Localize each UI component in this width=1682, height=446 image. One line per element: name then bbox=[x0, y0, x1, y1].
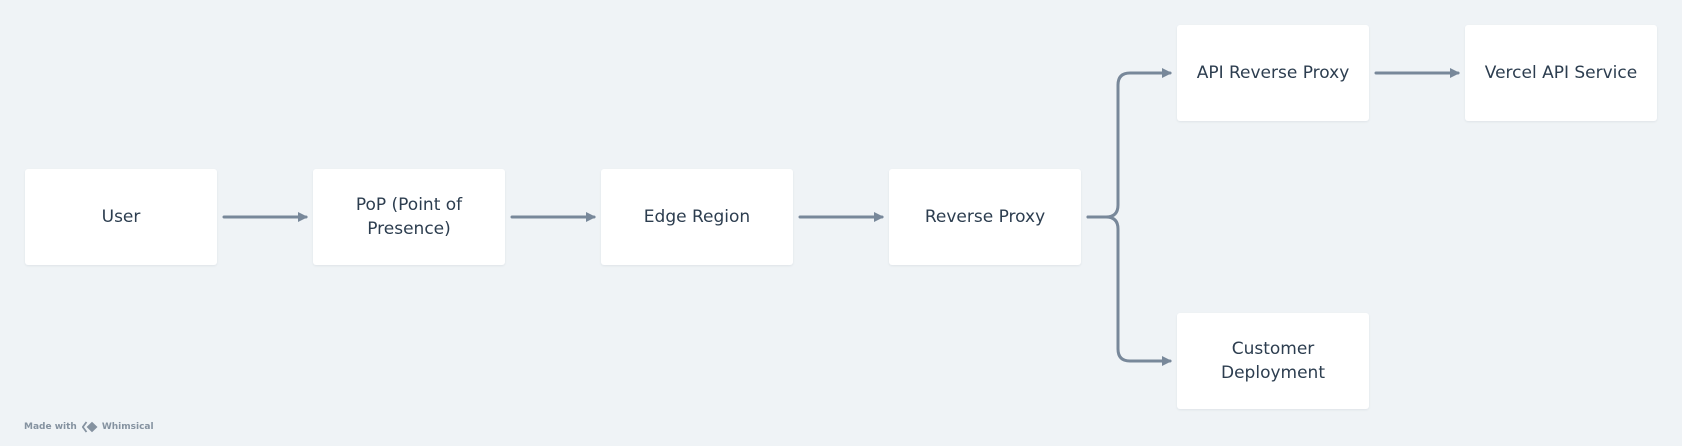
user-node-label: User bbox=[101, 207, 141, 227]
pop-node[interactable]: PoP (Point of Presence) bbox=[313, 169, 505, 265]
vercel-api-service-node[interactable]: Vercel API Service bbox=[1465, 25, 1657, 121]
edge-group bbox=[222, 68, 1460, 366]
connector-reverse-proxy-to-customer-deployment bbox=[1086, 215, 1172, 366]
connector-reverse-proxy-to-api-reverse-proxy bbox=[1086, 68, 1172, 219]
user-node[interactable]: User bbox=[25, 169, 217, 265]
whimsical-logo-icon bbox=[81, 421, 98, 433]
customer-deployment-node-label: Customer Deployment bbox=[1221, 339, 1325, 383]
customer-deployment-node[interactable]: Customer Deployment bbox=[1177, 313, 1369, 409]
whimsical-brand-text: Whimsical bbox=[101, 422, 154, 432]
made-with-text: Made with bbox=[24, 422, 77, 432]
edge-region-node-label: Edge Region bbox=[643, 207, 751, 227]
reverse-proxy-node-label: Reverse Proxy bbox=[924, 207, 1046, 227]
pop-node-label: PoP (Point of Presence) bbox=[355, 195, 463, 239]
vercel-api-service-node-label: Vercel API Service bbox=[1484, 63, 1638, 83]
api-reverse-proxy-node[interactable]: API Reverse Proxy bbox=[1177, 25, 1369, 121]
made-with-watermark[interactable]: Made with Whimsical bbox=[24, 421, 154, 433]
edge-region-node[interactable]: Edge Region bbox=[601, 169, 793, 265]
reverse-proxy-node[interactable]: Reverse Proxy bbox=[889, 169, 1081, 265]
api-reverse-proxy-node-label: API Reverse Proxy bbox=[1196, 63, 1350, 83]
